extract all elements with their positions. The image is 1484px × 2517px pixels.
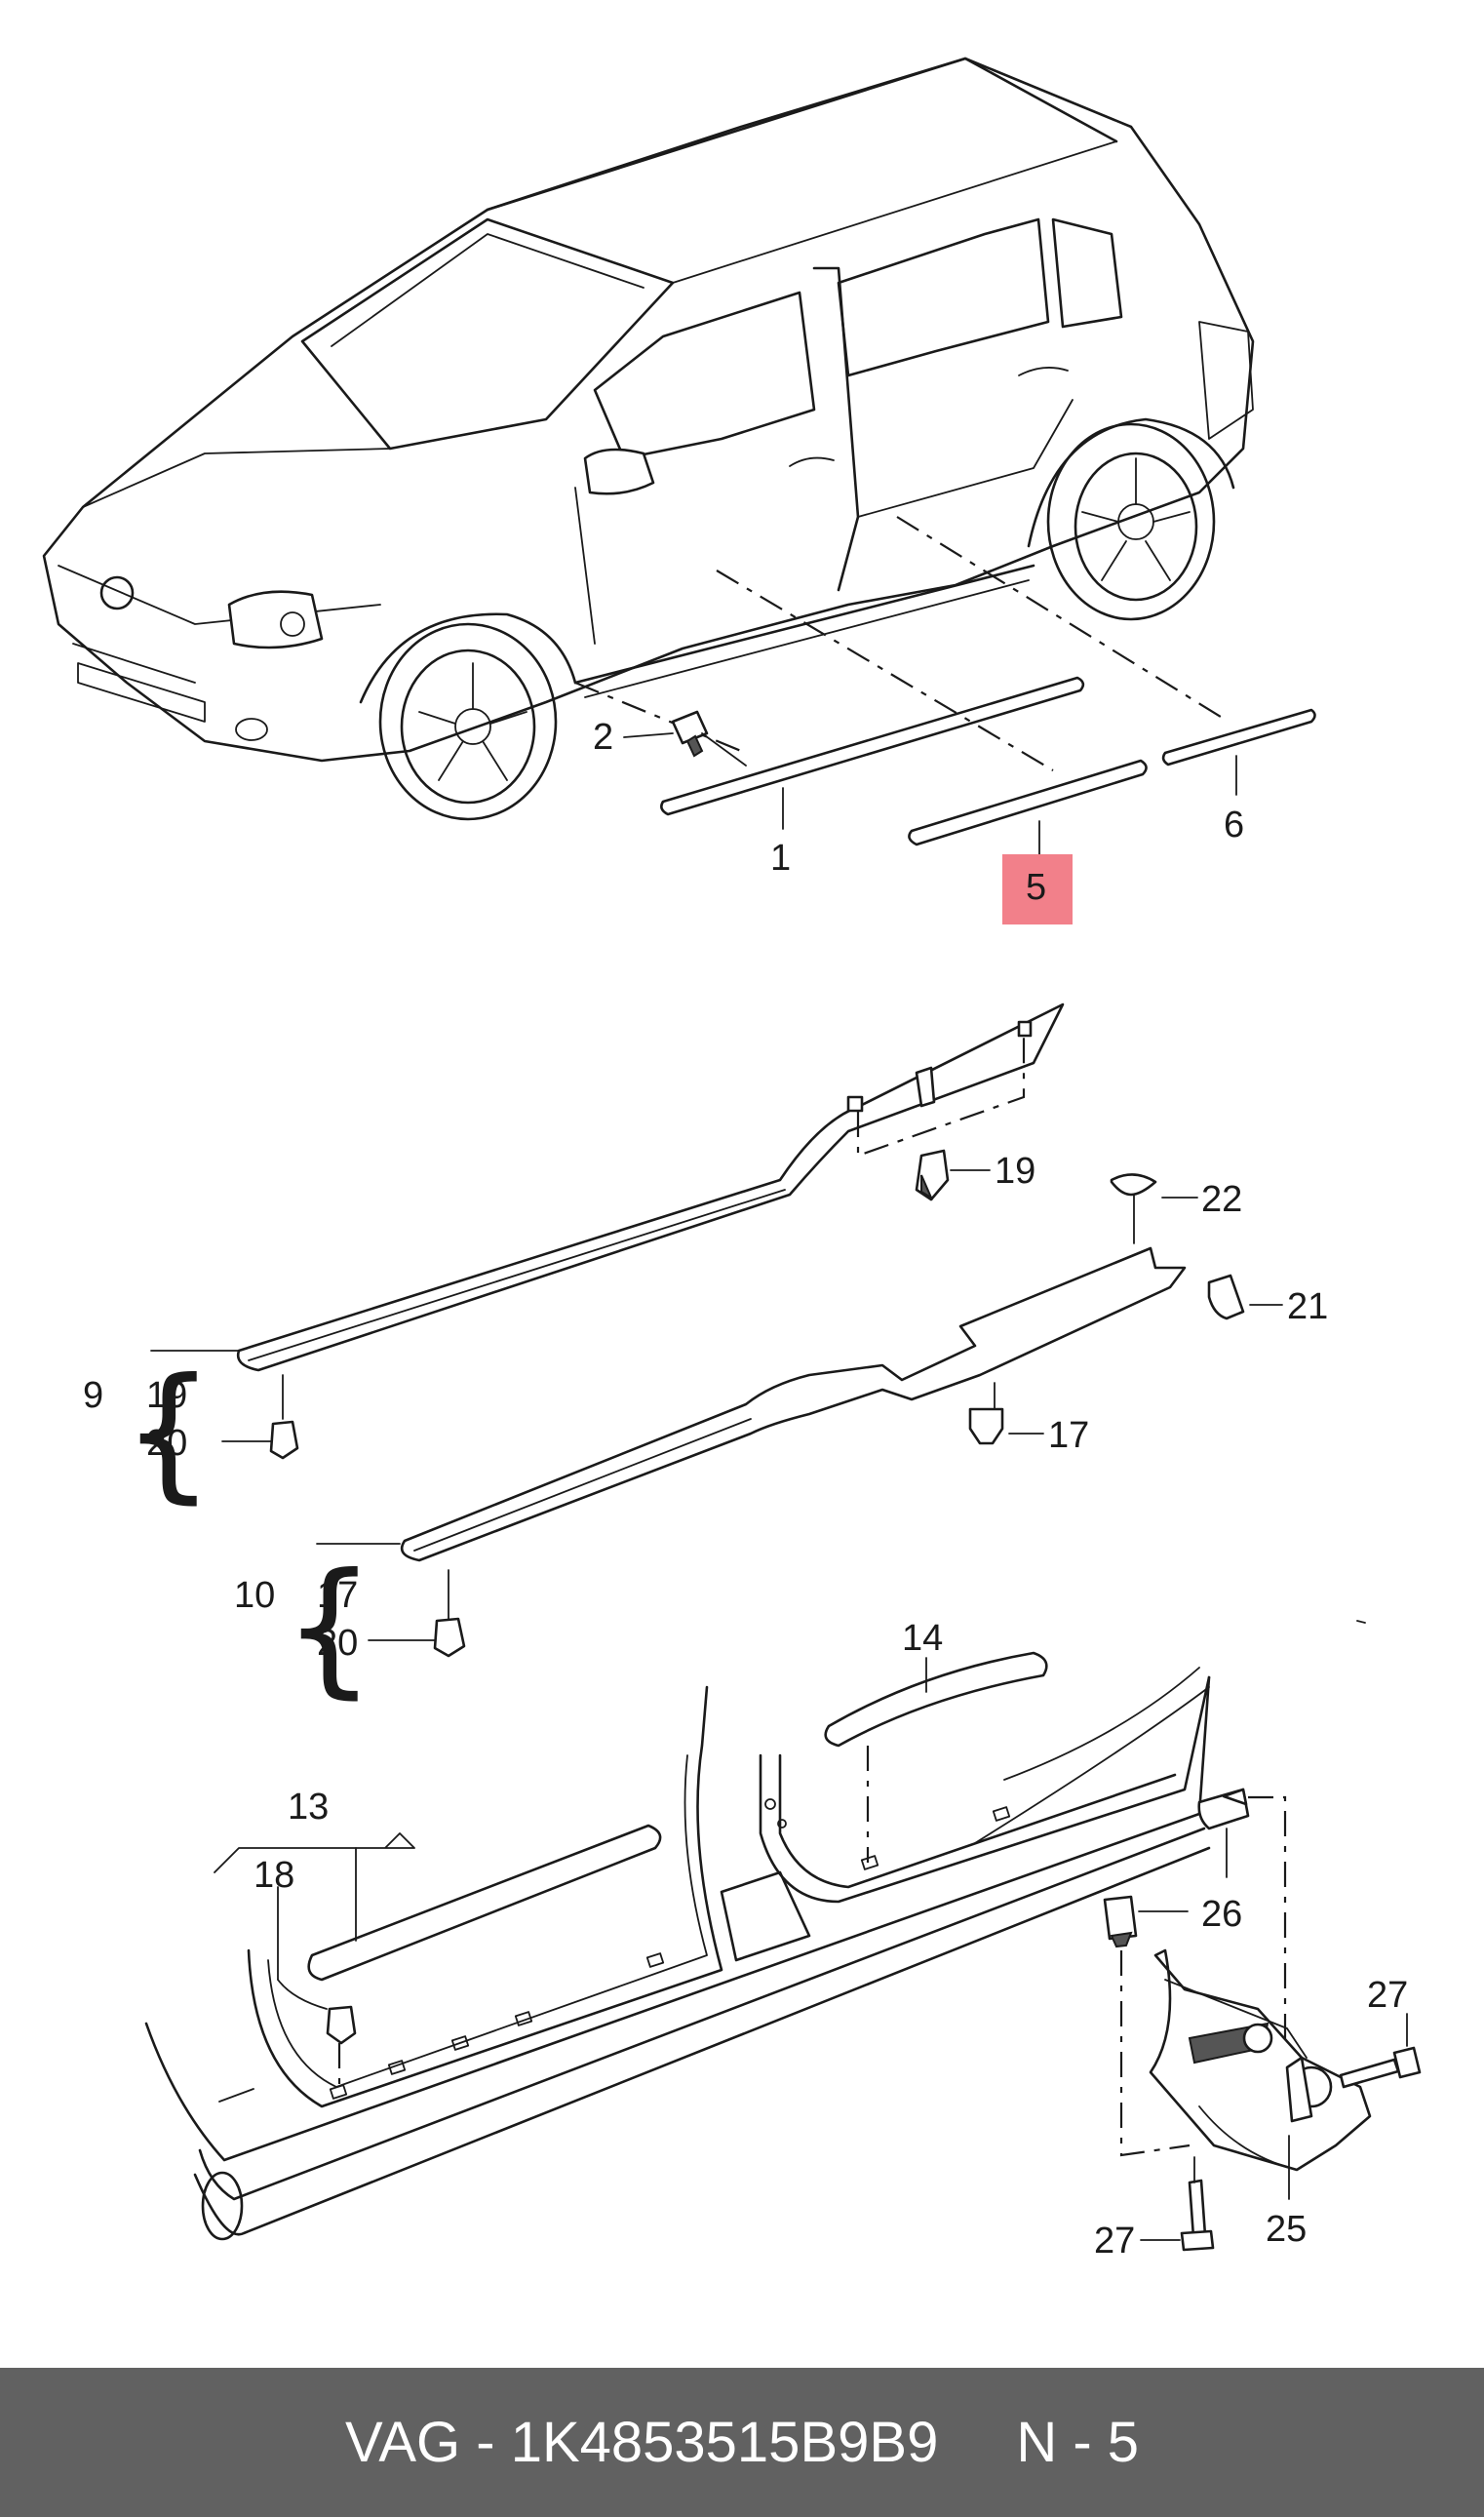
callout-25: 25 <box>1266 2209 1307 2250</box>
highlight-box <box>1002 854 1073 924</box>
callout-27a: 27 <box>1367 1975 1408 2016</box>
callout-22: 22 <box>1201 1179 1242 1220</box>
parts-diagram: 2 1 5 6 { 9 19 20 <box>42 57 1422 2261</box>
group-10: { <box>283 1543 466 1712</box>
footer-bar: VAG - 1K4853515B9B9 N - 5 <box>0 2368 1484 2517</box>
callout-18: 18 <box>254 1855 294 1896</box>
callout-13: 13 <box>288 1787 329 1828</box>
jack-mount-assembly <box>1103 1788 1422 2252</box>
group-9: { <box>122 1348 299 1517</box>
footer-part-number: 1K4853515B9B9 <box>510 2411 939 2474</box>
body-side-sill <box>144 1667 1211 2241</box>
callout-20a: 20 <box>146 1423 187 1464</box>
callout-26: 26 <box>1201 1894 1242 1935</box>
sill-trim-lower <box>400 1173 1283 1562</box>
footer-page: N - 5 <box>1016 2411 1140 2474</box>
callout-6: 6 <box>1224 805 1244 846</box>
footer-separator: - <box>460 2411 511 2474</box>
svg-text:{: { <box>122 1348 215 1517</box>
part-14-sill-plate <box>824 1651 1048 1863</box>
callout-1: 1 <box>770 838 791 879</box>
part-13-sill-plate <box>214 1824 662 2087</box>
svg-text:{: { <box>283 1543 375 1712</box>
callout-20b: 20 <box>317 1623 358 1664</box>
callout-19a: 19 <box>146 1375 187 1416</box>
callout-21: 21 <box>1287 1286 1328 1327</box>
callout-14: 14 <box>902 1618 943 1659</box>
car-illustration <box>42 57 1255 821</box>
part-2-clip <box>671 710 747 767</box>
callout-5: 5 <box>1026 867 1046 908</box>
callout-19b: 19 <box>995 1151 1035 1192</box>
footer-brand: VAG <box>344 2411 461 2474</box>
callout-9: 9 <box>83 1375 103 1416</box>
callout-2: 2 <box>593 717 613 758</box>
callout-17a: 17 <box>1048 1415 1089 1456</box>
sill-trim-upper <box>236 1003 1065 1372</box>
callout-10: 10 <box>234 1575 275 1616</box>
side-trim-strips <box>574 516 1316 846</box>
callout-27b: 27 <box>1094 2221 1135 2261</box>
callout-17b: 17 <box>317 1575 358 1616</box>
